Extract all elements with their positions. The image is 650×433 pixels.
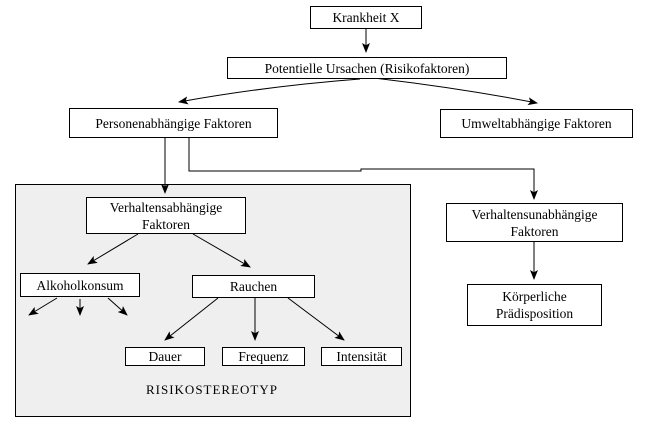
node-umweltabhaengige-faktoren: Umweltabhängige Faktoren [440,109,633,138]
node-rauchen: Rauchen [192,275,315,298]
risikostereotyp-label: RISIKOSTEREOTYP [145,382,278,397]
node-verhaltensabhaengige-faktoren: Verhaltensabhängige Faktoren [86,197,246,234]
arrow-ursachen-to-umwelt [373,77,538,106]
node-potentielle-ursachen: Potentielle Ursachen (Risikofaktoren) [227,57,507,79]
node-intensitaet: Intensität [321,347,402,366]
node-personenabhaengige-faktoren: Personenabhängige Faktoren [69,108,278,138]
arrow-ursachen-to-personen [178,78,361,105]
node-koerperliche-praedisposition: Körperliche Prädisposition [467,284,602,326]
node-dauer: Dauer [125,347,205,366]
node-alkoholkonsum: Alkoholkonsum [20,273,140,297]
node-krankheit-x: Krankheit X [310,6,422,29]
node-verhaltensunabhaengige-faktoren: Verhaltensunabhängige Faktoren [446,203,623,242]
node-frequenz: Frequenz [222,347,305,366]
